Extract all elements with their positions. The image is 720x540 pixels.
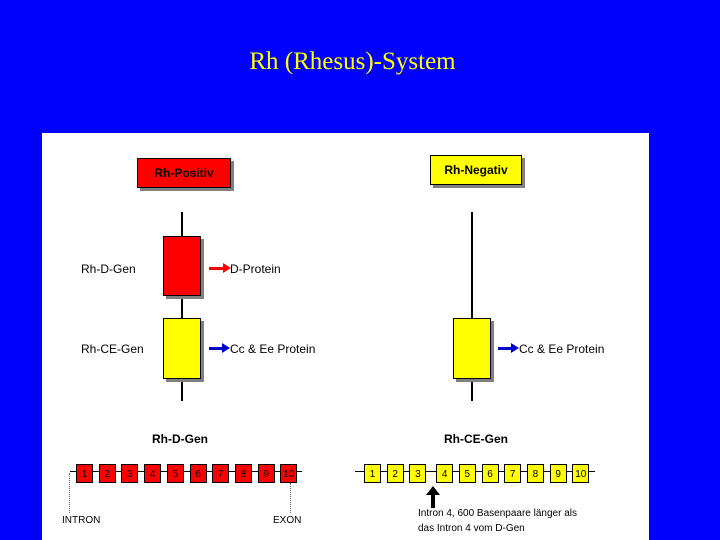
rh-d-exon-4: 4	[144, 464, 162, 483]
intron-note-line-2: das Intron 4 vom D-Gen	[418, 523, 525, 534]
rh-ce-exon-7: 7	[504, 464, 522, 483]
rh-ce-exon-6: 6	[481, 464, 499, 483]
rh-d-exon-2: 2	[98, 464, 116, 483]
up-arrow-icon	[426, 486, 440, 508]
exon-pointer-line	[290, 483, 291, 513]
cc-ee-protein-label-positive: Cc & Ee Protein	[230, 342, 316, 356]
rh-d-exon-row	[70, 460, 302, 484]
rh-d-exon-7: 7	[212, 464, 230, 483]
rh-positive-label: Rh-Positiv	[137, 158, 231, 188]
rh-d-gene-label: Rh-D-Gen	[81, 262, 136, 276]
rh-ce-exon-5: 5	[458, 464, 476, 483]
rh-ce-exon-2: 2	[386, 464, 404, 483]
rh-d-gene-box	[163, 236, 201, 296]
rh-ce-exon-4: 4	[436, 464, 454, 483]
rh-negative-label: Rh-Negativ	[430, 155, 522, 185]
rh-ce-exon-1: 1	[364, 464, 381, 483]
cc-ee-protein-label-negative: Cc & Ee Protein	[519, 342, 605, 356]
rh-ce-exon-10: 10	[572, 464, 590, 483]
rh-ce-gene-box-positive	[163, 318, 201, 379]
rh-ce-arrow-negative	[498, 343, 519, 353]
rh-d-exon-9: 9	[257, 464, 275, 483]
rh-ce-exon-8: 8	[526, 464, 544, 483]
rh-d-exon-3: 3	[121, 464, 139, 483]
rh-d-exon-10: 10	[280, 464, 298, 483]
intron-pointer-line	[69, 473, 70, 513]
positive-chromosome-line	[181, 212, 183, 401]
slide-title: Rh (Rhesus)-System	[249, 48, 456, 75]
exon-label: EXON	[273, 515, 302, 526]
rh-ce-arrow-positive	[209, 343, 230, 353]
rh-d-exon-6: 6	[189, 464, 207, 483]
rh-d-exon-8: 8	[234, 464, 252, 483]
rh-d-exon-1: 1	[76, 464, 93, 483]
intron-label: INTRON	[62, 515, 101, 526]
rh-ce-structure-title: Rh-CE-Gen	[444, 432, 508, 446]
intron-note-line-1: Intron 4, 600 Basenpaare länger als	[418, 508, 577, 519]
diagram-panel: Rh-Positiv Rh-D-Gen D-Protein Rh-CE-Gen …	[42, 133, 649, 540]
rh-d-exon-5: 5	[166, 464, 184, 483]
rh-ce-gene-box-negative	[453, 318, 491, 379]
rh-ce-exon-9: 9	[549, 464, 567, 483]
rh-d-structure-title: Rh-D-Gen	[152, 432, 208, 446]
rh-d-arrow	[209, 263, 231, 273]
d-protein-label: D-Protein	[230, 262, 281, 276]
rh-ce-exon-3: 3	[409, 464, 427, 483]
rh-ce-gene-label: Rh-CE-Gen	[81, 342, 144, 356]
negative-chromosome-line	[471, 212, 473, 401]
